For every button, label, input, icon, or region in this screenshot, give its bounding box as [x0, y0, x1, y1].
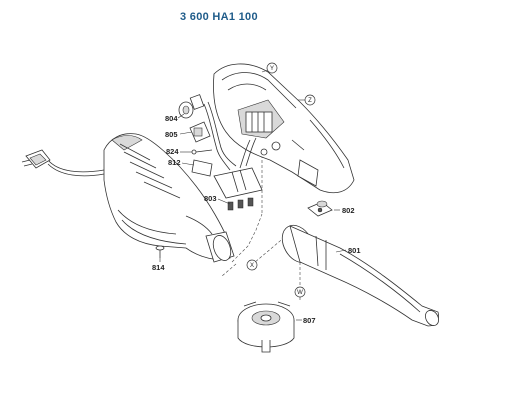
- callout-804: 804: [165, 114, 178, 123]
- part-803-terminal-block: [213, 137, 263, 211]
- part-805-switch: [189, 94, 237, 171]
- callout-805: 805: [165, 130, 178, 139]
- part-801-blower-tube: [281, 224, 439, 327]
- svg-text:X: X: [250, 263, 254, 269]
- part-callouts: 804 805 824 812 803 814 802 801 807: [152, 114, 361, 325]
- part-824-pin: [191, 149, 213, 155]
- marker-w: W: [294, 286, 306, 298]
- callout-814: 814: [152, 263, 165, 272]
- callout-803: 803: [204, 194, 217, 203]
- callout-812: 812: [168, 158, 181, 167]
- part-814-screw: [155, 245, 165, 258]
- svg-text:W: W: [297, 290, 303, 296]
- svg-text:Y: Y: [270, 66, 274, 72]
- motor-housing: [213, 63, 355, 194]
- circle-markers: Y Z X W: [246, 62, 316, 298]
- marker-x: X: [246, 259, 258, 271]
- callout-802: 802: [342, 206, 355, 215]
- marker-z: Z: [304, 94, 316, 106]
- part-812-plate: [191, 159, 213, 177]
- callout-824: 824: [166, 147, 179, 156]
- diagram-title: 3 600 HA1 100: [180, 11, 258, 23]
- part-802-nut: [307, 200, 333, 217]
- marker-y: Y: [266, 62, 278, 74]
- part-807-fan-cover: [237, 301, 295, 353]
- part-804-ring: [178, 101, 194, 119]
- callout-801: 801: [348, 246, 361, 255]
- housing-shell: [103, 133, 235, 263]
- callout-807: 807: [303, 316, 316, 325]
- svg-text:Z: Z: [308, 98, 312, 104]
